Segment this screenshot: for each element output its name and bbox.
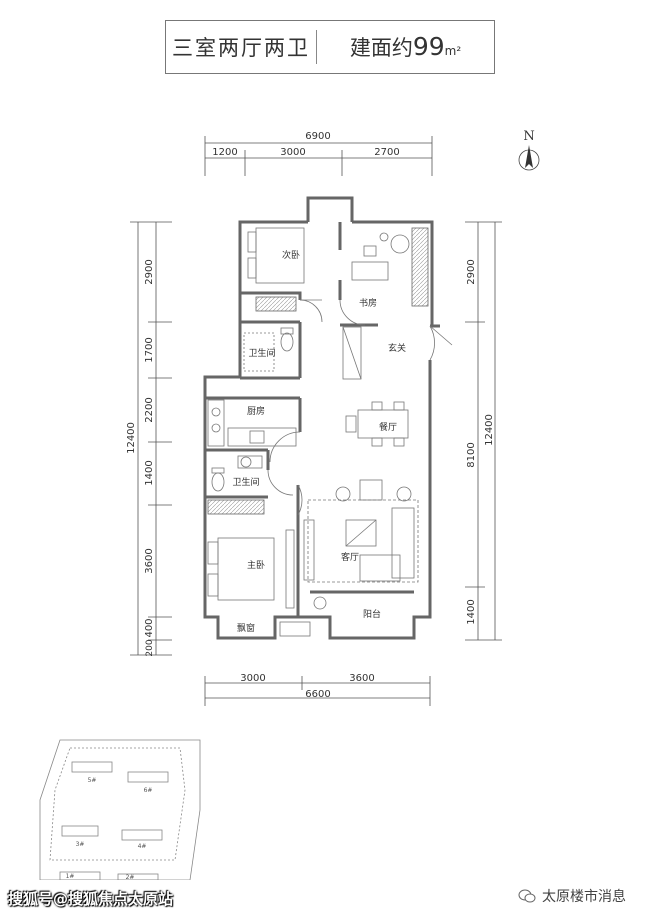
site-label-6: 6# [144,787,153,794]
top-dimension-2: 3000 [280,147,305,158]
master-bedroom-bed [207,529,295,609]
top-total-dimension: 6900 [305,131,330,142]
compass-label: N [523,129,534,144]
study-bookshelf [411,227,429,307]
site-label-3: 3# [76,841,85,848]
site-label-5: 5# [88,777,97,784]
left-dimension-7: 200 [145,639,155,656]
north-arrow-icon: N [518,129,540,171]
bathroom-2-fixtures [211,455,263,492]
door-swings [267,299,453,516]
bay-window-ledge [279,621,311,637]
room-study: 书房 [359,297,377,309]
bottom-dimension-2: 3600 [349,673,374,684]
title-divider [316,30,317,64]
area-label: 建面约99m² [317,32,494,62]
room-master-bedroom: 主卧 [247,559,265,571]
washing-machine [313,596,327,610]
site-plan [39,739,201,880]
source-name: 太原楼市消息 [542,889,626,905]
bottom-dimensions [204,676,431,706]
right-dimension-2: 8100 [466,442,477,467]
left-dimension-5: 3600 [144,548,155,573]
left-total-dimension: 12400 [126,422,137,454]
left-dimension-6: 400 [144,618,155,637]
top-dimensions [204,136,433,176]
dining-table-set [345,401,409,447]
room-living: 客厅 [341,551,359,563]
right-dimension-1: 2900 [466,259,477,284]
walls [203,196,440,640]
second-bedroom-bed [247,227,305,284]
site-label-1: 1# [66,873,75,880]
top-dimension-3: 2700 [374,147,399,158]
area-unit: m² [444,44,462,58]
wardrobe-master-bedroom [207,499,265,515]
room-second-bedroom: 次卧 [282,249,300,261]
watermark: 搜狐号@搜狐焦点太原站 [8,890,174,908]
room-balcony: 阳台 [363,608,381,620]
right-total-dimension: 12400 [484,414,495,446]
wechat-icon [518,889,536,903]
study-furniture [351,232,410,281]
room-bathroom-2: 卫生间 [232,476,259,488]
footer: 搜狐号@搜狐焦点太原站 太原楼市消息 [0,880,660,922]
wardrobe-second-bedroom [255,296,297,312]
living-room-furniture [303,479,419,583]
room-dining: 餐厅 [379,421,397,433]
right-dimension-3: 1400 [466,599,477,624]
left-dimension-4: 1400 [144,460,155,485]
layout-label: 三室两厅两卫 [172,36,310,60]
room-kitchen: 厨房 [247,405,265,417]
room-bay-window: 飘窗 [237,622,255,634]
left-dimension-3: 2200 [144,397,155,422]
bathroom-1-fixtures [243,327,294,372]
site-label-2: 2# [126,874,135,880]
bottom-dimension-1: 3000 [240,673,265,684]
room-bathroom-1: 卫生间 [248,347,275,359]
area-value: 99 [412,32,445,61]
left-dimensions [130,221,172,656]
room-entrance: 玄关 [388,342,406,354]
area-prefix: 建面约 [349,36,413,60]
left-dimension-1: 2900 [144,259,155,284]
floor-plan: N 6900 1200 3000 2700 3000 3600 6600 [39,129,540,880]
site-label-4: 4# [138,843,147,850]
right-dimensions [465,221,502,641]
layout-title-box: 三室两厅两卫 建面约99m² [165,20,495,74]
kitchen-counters [207,399,297,447]
bottom-total-dimension: 6600 [305,689,330,700]
entrance-cabinet [342,326,362,380]
site-building-labels: 5# 6# 3# 4# 1# 2# [66,777,153,880]
top-dimension-1: 1200 [212,147,237,158]
source-credit: 太原楼市消息 [518,886,626,906]
left-dimension-2: 1700 [144,337,155,362]
